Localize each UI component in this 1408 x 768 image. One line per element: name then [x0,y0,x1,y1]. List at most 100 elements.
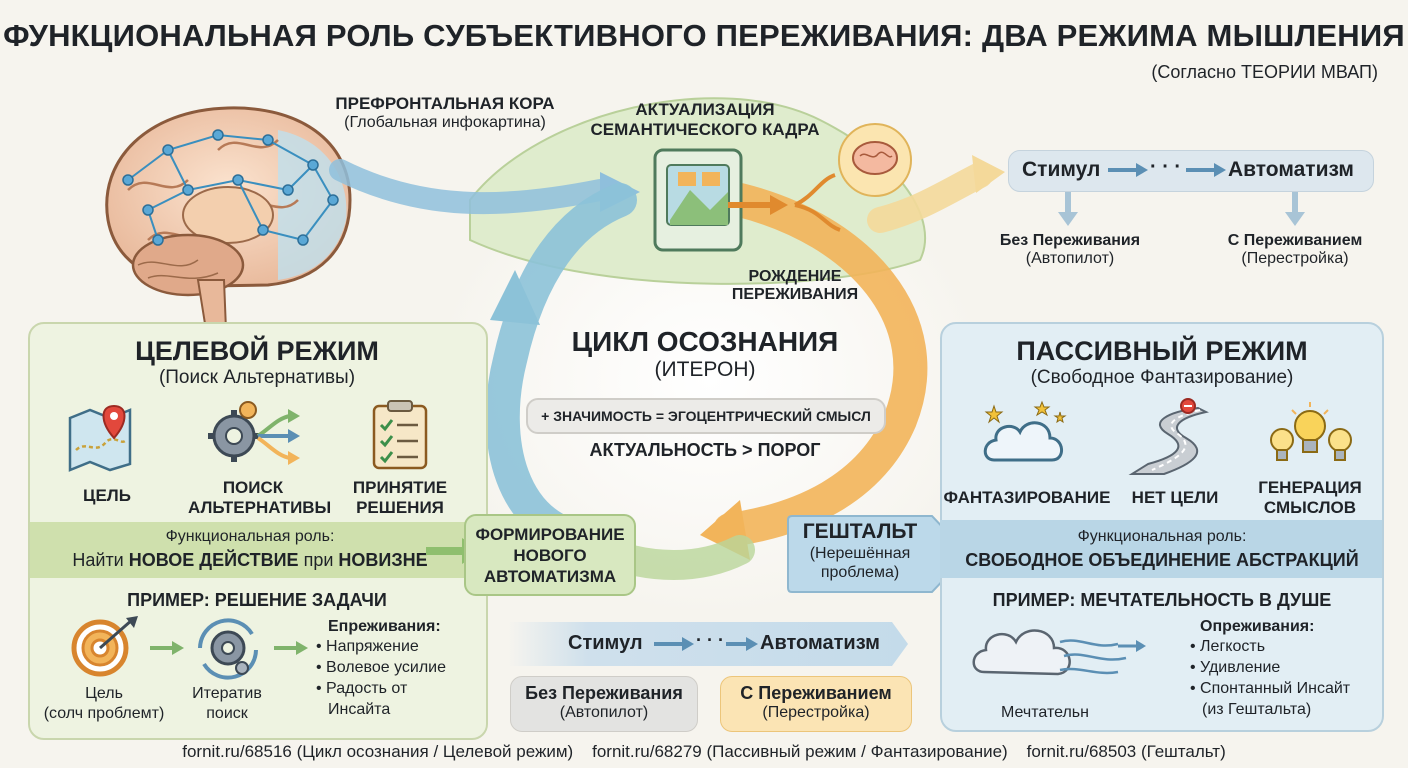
cloud-stars-icon [983,400,1067,462]
target-experiences: Епреживания: Напряжение Волевое усилие Р… [316,618,476,720]
blue-cycle-arc [485,183,637,557]
target-icon [71,616,138,677]
target-role-bold2: НОВИЗНЕ [338,550,428,570]
top-with-title: С Переживанием [1227,232,1363,249]
target-role-bold1: НОВОЕ ДЕЙСТВИЕ [128,550,299,570]
gestalt-line2: проблема) [820,564,900,581]
iterative-gear-icon [198,618,258,680]
semantic-frame-icon [653,148,788,252]
bottom-flow-bar [508,622,908,666]
threshold-label: АКТУАЛЬНОСТЬ > ПОРОГ [589,440,821,460]
cycle-center: ЦИКЛ ОСОЗНАНИЯ (ИТЕРОН) [545,326,865,382]
decision-line1: ПРИНЯТИЕ [352,478,448,497]
passive-mode-title: ПАССИВНЫЙ РЕЖИМ [1016,336,1308,366]
output-arrow [867,162,993,233]
example-goal-label: Цель (солч проблемт) [34,684,174,724]
forming-line3: АВТОМАТИЗМА [483,567,617,586]
target-role-text: Найти НОВОЕ ДЕЙСТВИЕ при НОВИЗНЕ [30,550,470,571]
birth-label: РОЖДЕНИЕ ПЕРЕЖИВАНИЯ [715,268,875,304]
branch-arrows [794,173,841,232]
bottom-without-box: Без Переживания (Автопилот) [510,676,698,732]
example-arrow-2 [274,641,308,655]
actualization-line2: СЕМАНТИЧЕСКОГО КАДРА [590,120,820,139]
actualization-line1: АКТУАЛИЗАЦИЯ [635,100,775,119]
meaning-generation-label: ГЕНЕРАЦИЯ СМЫСЛОВ [1240,478,1380,518]
footer-links: fornit.ru/68516 (Цикл осознания / Целево… [0,742,1408,762]
passive-exp-item: (из Гештальта) [1202,701,1312,718]
target-exp-item: Радость от [316,678,476,699]
target-role-label: Функциональная роль: [165,528,335,545]
brain-icon [105,106,352,331]
top-with-sub: (Перестройка) [1241,250,1349,267]
target-exp-item: Инсайта [328,701,391,718]
target-exp-item: Волевое усилие [316,657,476,678]
lightbulbs-icon [1270,402,1352,461]
passive-experiences: Опреживания: Легкость Удивление Спонтанн… [1190,618,1380,720]
bottom-with-box: С Переживанием (Перестройка) [720,676,912,732]
passive-role-band [940,520,1382,578]
bottom-flow-arrow-2 [726,637,758,651]
top-flow-arrow-1 [1108,163,1148,177]
actualization-label: АКТУАЛИЗАЦИЯ СЕМАНТИЧЕСКОГО КАДРА [575,100,835,140]
example-search-line2: поиск [206,705,248,722]
example-search-label: Итератив поиск [172,684,282,724]
forming-automatism-box: ФОРМИРОВАНИЕ НОВОГО АВТОМАТИЗМА [464,514,636,596]
meaning-gen-line2: СМЫСЛОВ [1263,498,1357,517]
target-role-band [30,522,484,578]
fantasizing-label: ФАНТАЗИРОВАНИЕ [943,488,1111,507]
target-mode-title: ЦЕЛЕВОЙ РЕЖИМ [135,336,379,366]
page-subtitle: (Согласно ТЕОРИИ МВАП) [1151,62,1378,82]
winding-road-icon [1128,398,1209,475]
target-mode-header: ЦЕЛЕВОЙ РЕЖИМ (Поиск Альтернативы) [30,336,484,389]
daydream-label: Мечтательн [1001,704,1089,721]
top-without-sub: (Автопилот) [1025,250,1115,267]
cycle-sub: (ИТЕРОН) [654,358,756,381]
footer-link-passive[interactable]: fornit.ru/68279 (Пассивный режим / Фанта… [592,742,1008,761]
head-brain-icon [838,123,912,197]
bottom-without-sub: (Автопилот) [559,704,649,721]
prefrontal-sub: (Глобальная инфокартина) [344,114,546,131]
map-pin-icon [68,404,132,472]
footer-link-cycle[interactable]: fornit.ru/68516 (Цикл осознания / Целево… [182,742,574,761]
gestalt-line1: (Нерешённая [809,545,911,562]
no-goal-label: НЕТ ЦЕЛИ [1131,488,1219,507]
goal-label: ЦЕЛЬ [83,486,131,505]
example-goal-line1: Цель [85,685,123,702]
bottom-with-sub: (Перестройка) [762,704,870,721]
passive-exp-item: Удивление [1190,657,1380,678]
bottom-without-title: Без Переживания [525,683,683,703]
gestalt-arrow-shape [787,515,970,593]
bottom-flow-stimulus: Стимул [568,632,643,654]
prefrontal-arrow [329,159,611,215]
example-search-line1: Итератив [192,685,262,702]
bottom-with-title: С Переживанием [740,683,892,703]
example-goal-line2: (солч проблемт) [43,705,165,722]
footer-link-gestalt[interactable]: fornit.ru/68503 (Гештальт) [1026,742,1226,761]
gestalt-label: ГЕШТАЛЬТ (Нерешённая проблема) [790,520,930,582]
bottom-flow-arrow-1 [654,637,694,651]
page-title: ФУНКЦИОНАЛЬНАЯ РОЛЬ СУБЪЕКТИВНОГО ПЕРЕЖИ… [3,18,1405,53]
dream-cloud-icon [972,629,1146,676]
passive-role-text: СВОБОДНОЕ ОБЪЕДИНЕНИЕ АБСТРАКЦИЙ [965,550,1359,570]
decision-label: ПРИНЯТИЕ РЕШЕНИЯ [340,478,460,518]
example-arrow-1 [150,641,184,655]
birth-line1: РОЖДЕНИЕ [748,268,842,285]
cycle-title: ЦИКЛ ОСОЗНАНИЯ [571,326,839,357]
target-exp-item: Напряжение [316,636,476,657]
top-flow-arrow-2 [1186,163,1226,177]
passive-role-label: Функциональная роль: [1077,528,1247,545]
bottom-flow-automatism: Автоматизм [760,632,880,654]
meaning-gen-line1: ГЕНЕРАЦИЯ [1258,478,1362,497]
passive-mode-header: ПАССИВНЫЙ РЕЖИМ (Свободное Фантазировани… [940,336,1384,389]
decision-line2: РЕШЕНИЯ [356,498,444,517]
bottom-flow-dots: · · · [696,630,724,650]
top-without-title: Без Переживания [999,232,1141,249]
gears-arrows-icon [208,401,300,465]
search-alt-line1: ПОИСК [222,478,284,497]
prefrontal-label: ПРЕФРОНТАЛЬНАЯ КОРА (Глобальная инфокарт… [320,94,570,132]
passive-exp-item: Легкость [1190,636,1380,657]
forming-line2: НОВОГО [513,546,587,565]
output-arrowhead [972,155,1005,193]
top-flow-without: Без Переживания (Автопилот) [985,232,1155,268]
top-flow-dots: · · · [1150,156,1182,178]
